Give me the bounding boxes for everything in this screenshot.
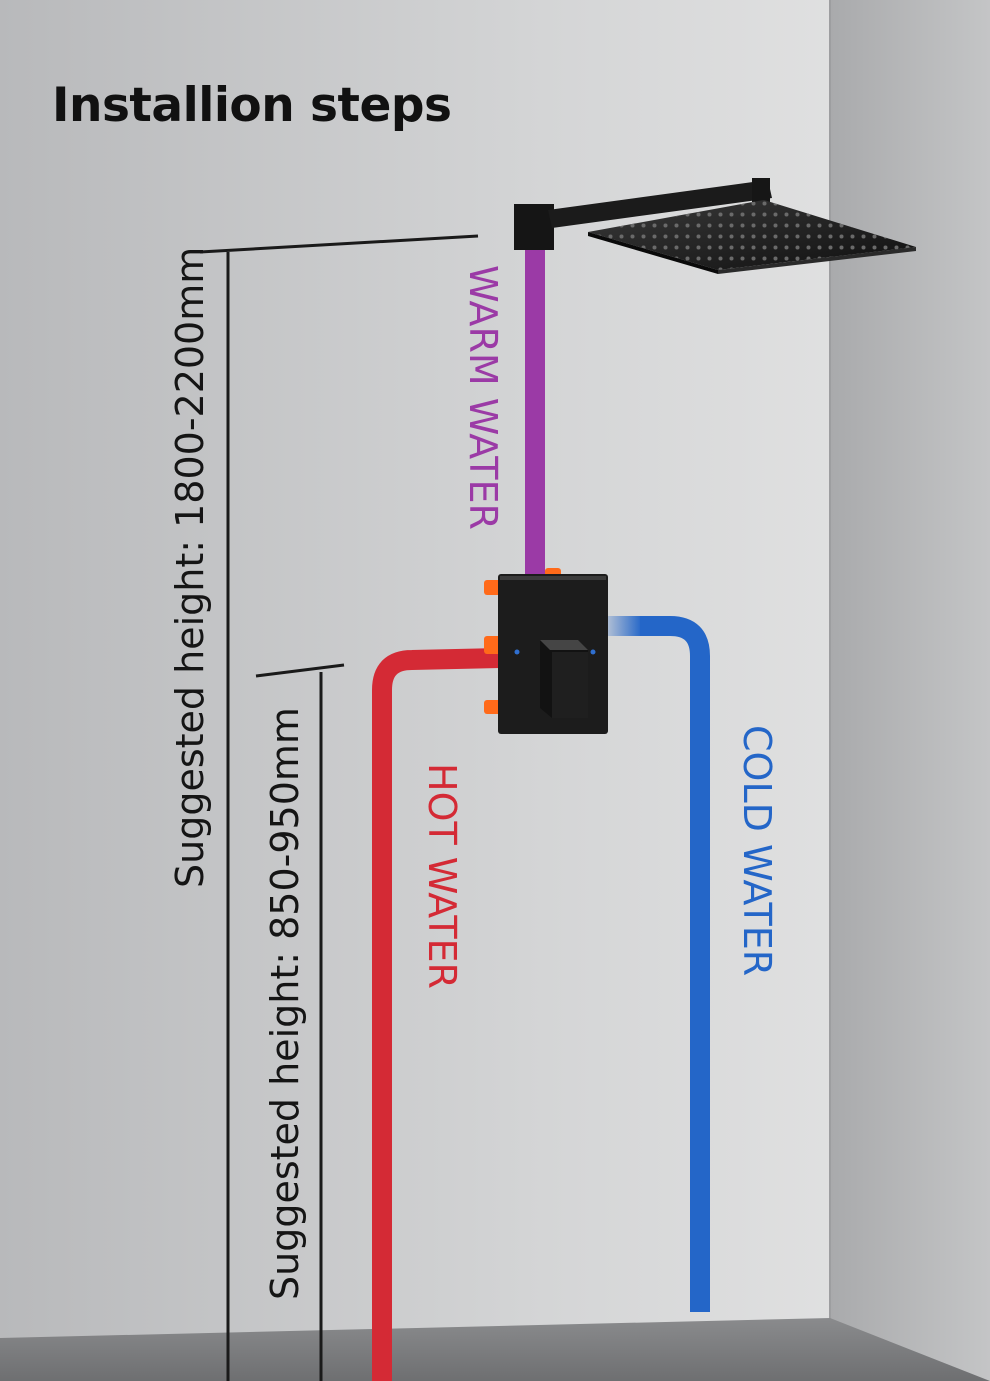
floor	[0, 1318, 990, 1381]
shower-head-icon	[514, 178, 916, 274]
dimension-line-valve	[255, 663, 345, 1381]
cold-water-pipe	[640, 616, 710, 1312]
mixer-valve-icon	[484, 568, 608, 734]
side-wall	[830, 0, 990, 1381]
warm-water-pipe	[525, 225, 545, 580]
cold-water-label: COLD WATER	[735, 725, 779, 977]
page-title: Installion steps	[52, 78, 452, 133]
cold-water-pipe-fade	[598, 616, 642, 636]
warm-water-label: WARM WATER	[461, 265, 505, 530]
hot-water-label: HOT WATER	[420, 763, 464, 989]
valve-height-label: Suggested height: 850-950mm	[263, 707, 307, 1300]
shower-height-label: Suggested height: 1800-2200mm	[168, 246, 212, 888]
dimension-line-shower	[199, 234, 479, 1381]
hot-water-pipe	[372, 648, 501, 1381]
